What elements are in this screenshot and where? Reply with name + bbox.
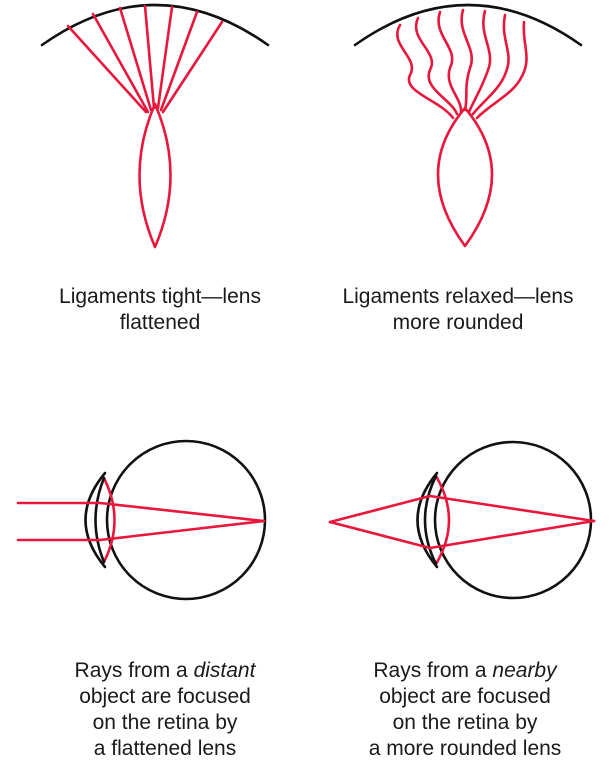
ligament-relaxed-4 [462,10,472,110]
caption-line: on the retina by [40,710,290,736]
caption-line: Rays from a nearby [325,658,605,684]
caption-emphasis: distant [194,659,256,682]
caption-ligaments-tight: Ligaments tight—lens flattened [20,284,300,336]
caption-prefix: Rays from a [75,659,194,682]
caption-line: a more rounded lens [325,736,605,762]
ray-nearby-upper-focus [430,496,594,521]
panel-ligaments-tight [42,5,268,247]
lens-flattened [140,104,171,247]
ray-nearby-upper-in [330,496,430,522]
lens-back-right [436,476,449,564]
ray-distant-lower-focus [100,521,264,540]
caption-line: more rounded [308,310,608,336]
ligaments-relaxed [397,10,526,118]
caption-line: on the retina by [325,710,605,736]
panel-distant-object [18,441,265,599]
ray-nearby-lower-in [330,522,430,548]
caption-line: flattened [20,310,300,336]
caption-line: object are focused [40,684,290,710]
caption-line: Ligaments tight—lens [20,284,300,310]
ray-nearby-lower-focus [430,521,594,548]
caption-prefix: Rays from a [373,659,492,682]
ligaments-tight [68,6,222,112]
caption-line: Rays from a distant [40,658,290,684]
ligament-tight-5 [158,7,172,108]
ligament-tight-6 [161,12,197,110]
caption-line: object are focused [325,684,605,710]
ray-distant-upper-focus [100,503,264,521]
ligament-tight-7 [163,22,222,112]
caption-line: Ligaments relaxed—lens [308,284,608,310]
panel-ligaments-relaxed [355,5,581,246]
panel-nearby-object [330,442,594,598]
ciliary-arc-left [42,5,268,45]
caption-distant-object: Rays from a distant object are focused o… [40,658,290,762]
lens-front-left [96,478,105,562]
rays-distant [18,503,264,540]
eyeball-right [435,442,591,598]
ciliary-arc-right [355,5,581,45]
caption-line: a flattened lens [40,736,290,762]
caption-emphasis: nearby [492,659,556,682]
caption-ligaments-relaxed: Ligaments relaxed—lens more rounded [308,284,608,336]
rays-nearby [330,496,594,548]
lens-rounded [438,108,492,246]
eyeball-left [107,441,265,599]
caption-nearby-object: Rays from a nearby object are focused on… [325,658,605,762]
